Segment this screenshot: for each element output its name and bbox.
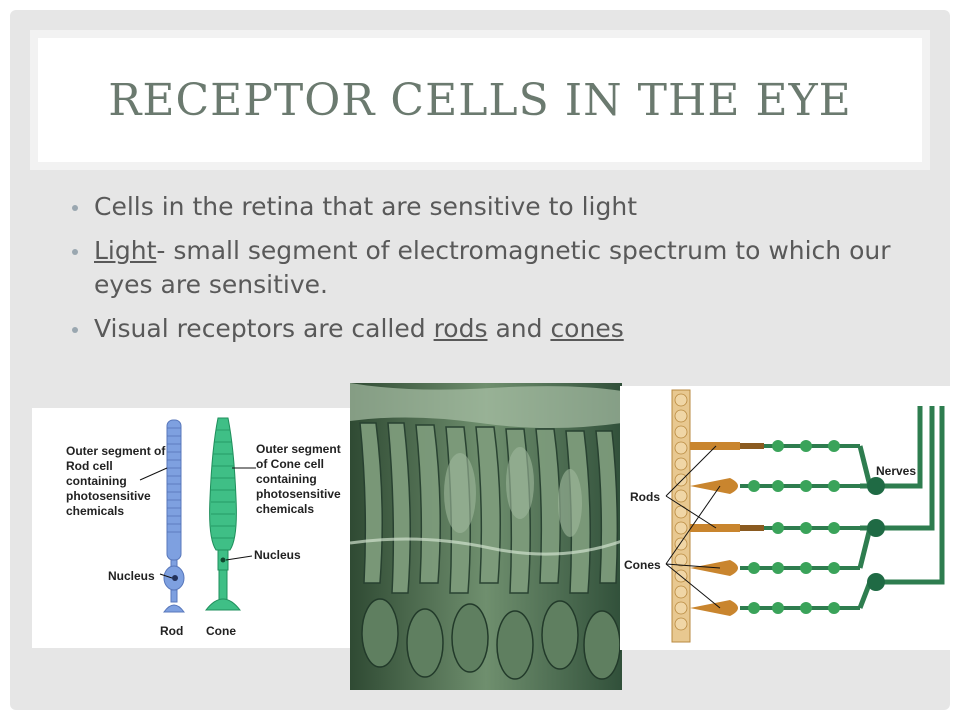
bullet-text: Cells in the retina that are sensitive t… <box>94 192 638 221</box>
rod-outer-segment-label: Outer segment of Rod cell containing pho… <box>66 444 166 518</box>
rods-label: Rods <box>630 490 660 504</box>
title-box: RECEPTOR CELLS IN THE EYE <box>30 30 930 170</box>
nerve-fibers <box>857 406 945 609</box>
bullet-text: - small segment of electromagnetic spect… <box>94 236 891 299</box>
nerves-label: Nerves <box>876 464 917 478</box>
bullet-underlined-term: cones <box>550 314 624 343</box>
rod-cell-shape <box>163 419 185 613</box>
bullet-list: Cells in the retina that are sensitive t… <box>72 190 892 356</box>
rod-cone-illustration <box>139 417 256 613</box>
retina-layers-illustration <box>665 389 945 643</box>
bullet-underlined-term: Light <box>94 236 157 265</box>
retina-micrograph <box>350 383 622 690</box>
bullet-dot <box>72 249 78 255</box>
pigment-layer <box>671 389 691 643</box>
slide: RECEPTOR CELLS IN THE EYE Cells in the r… <box>10 10 950 710</box>
cone-label: Cone <box>206 624 236 638</box>
cones-label: Cones <box>624 558 661 572</box>
cone-nucleus-label: Nucleus <box>254 548 301 562</box>
bullet-dot <box>72 205 78 211</box>
receptor-rows <box>690 440 860 616</box>
bullet-item: Visual receptors are called rods and con… <box>72 312 892 346</box>
ganglion-cells <box>867 477 885 591</box>
rod-label: Rod <box>160 624 184 638</box>
rod-cone-diagram: Outer segment of Rod cell containing pho… <box>32 408 354 648</box>
cone-outer-segment-label: Outer segment of Cone cell containing ph… <box>256 442 341 516</box>
micrograph-illustration <box>350 383 622 690</box>
bullet-dot <box>72 327 78 333</box>
right-label-pointers <box>665 445 721 609</box>
label-pointers <box>139 467 256 579</box>
retina-layers-diagram: Nerves Rods Cones <box>620 386 950 650</box>
bullet-item: Cells in the retina that are sensitive t… <box>72 190 892 224</box>
bullet-item: Light- small segment of electromagnetic … <box>72 234 892 302</box>
rod-nucleus-label: Nucleus <box>108 569 155 583</box>
slide-title: RECEPTOR CELLS IN THE EYE <box>108 74 852 126</box>
bullet-text: Visual receptors are called <box>94 314 434 343</box>
cone-cell-shape <box>204 417 242 611</box>
bullet-underlined-term: rods <box>433 314 488 343</box>
bullet-text: and <box>487 314 551 343</box>
